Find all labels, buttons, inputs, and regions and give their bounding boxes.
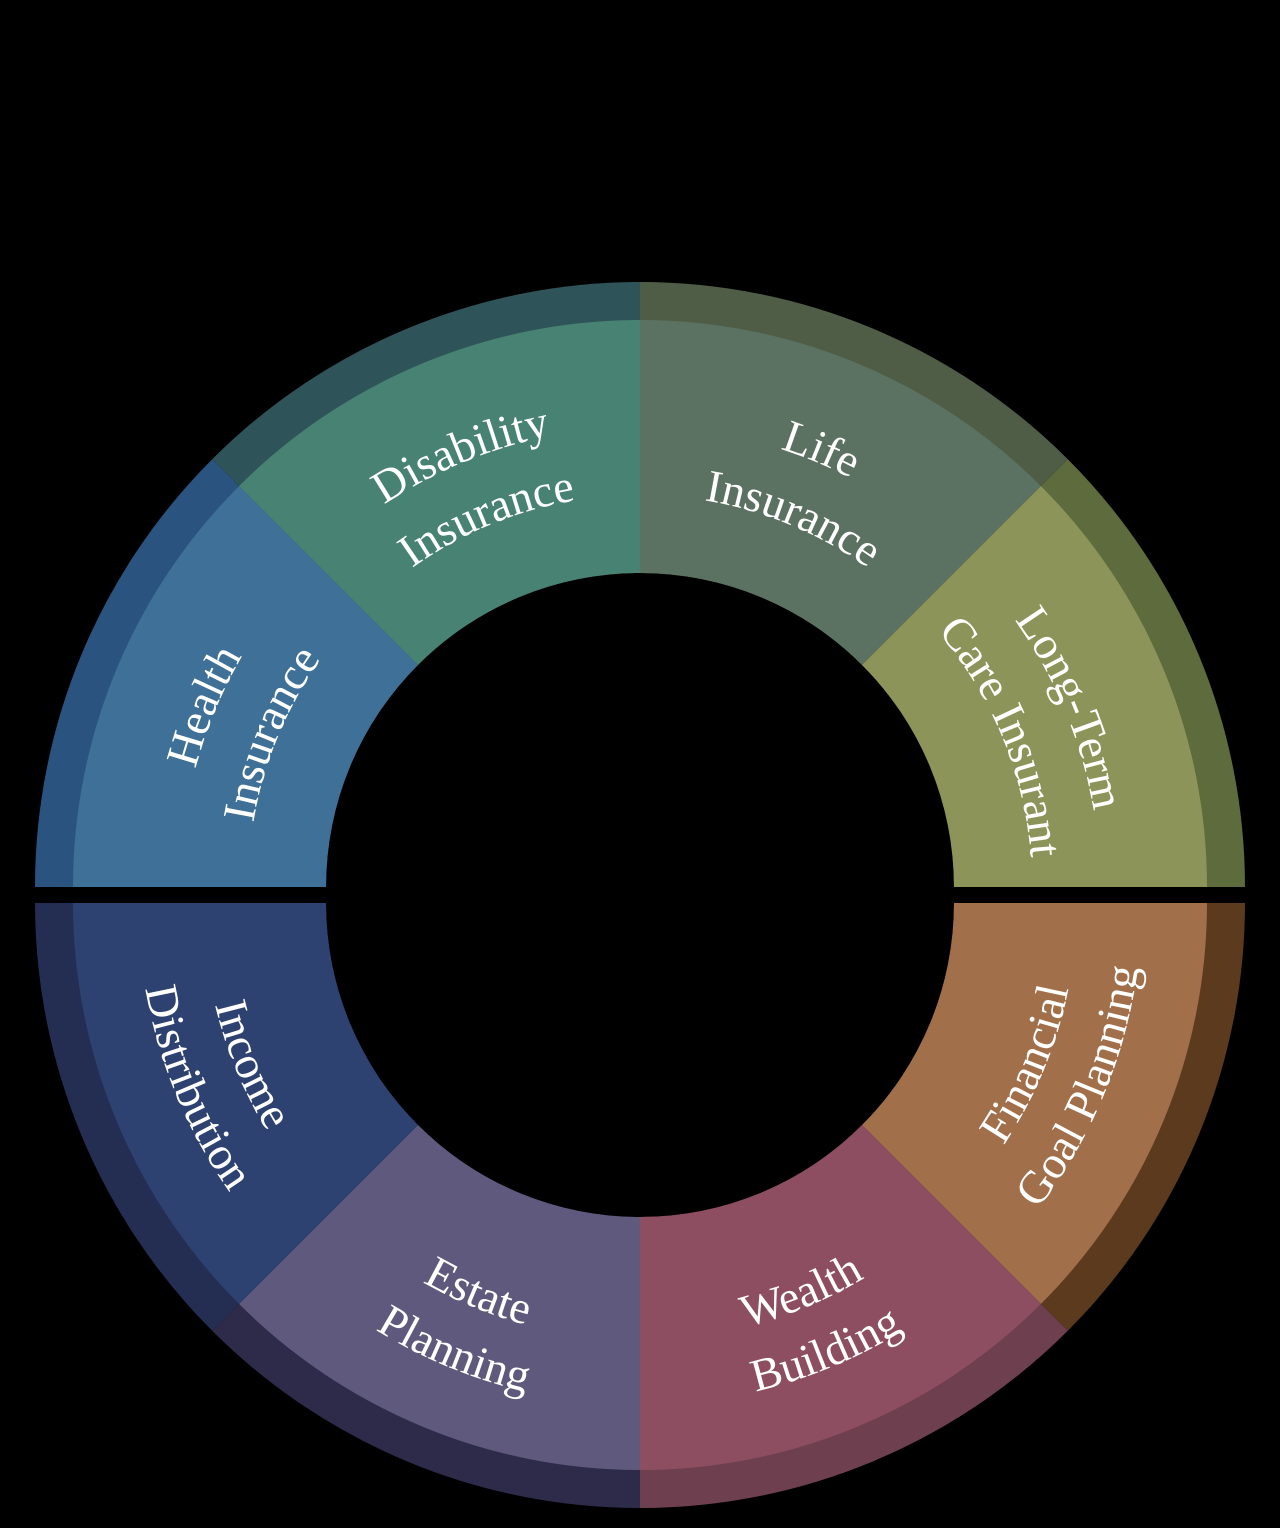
segment-face-financial-goal-planning	[862, 903, 1207, 1304]
segment-face-estate-planning	[239, 1125, 640, 1470]
segment-face-long-term-care-insurant	[862, 486, 1207, 887]
segment-face-wealth-building	[640, 1125, 1041, 1470]
segment-face-income-distribution	[73, 903, 418, 1304]
segment-face-disability-insurance	[239, 320, 640, 665]
segment-face-life-insurance	[640, 320, 1041, 665]
segment-face-health-insurance	[73, 486, 418, 887]
